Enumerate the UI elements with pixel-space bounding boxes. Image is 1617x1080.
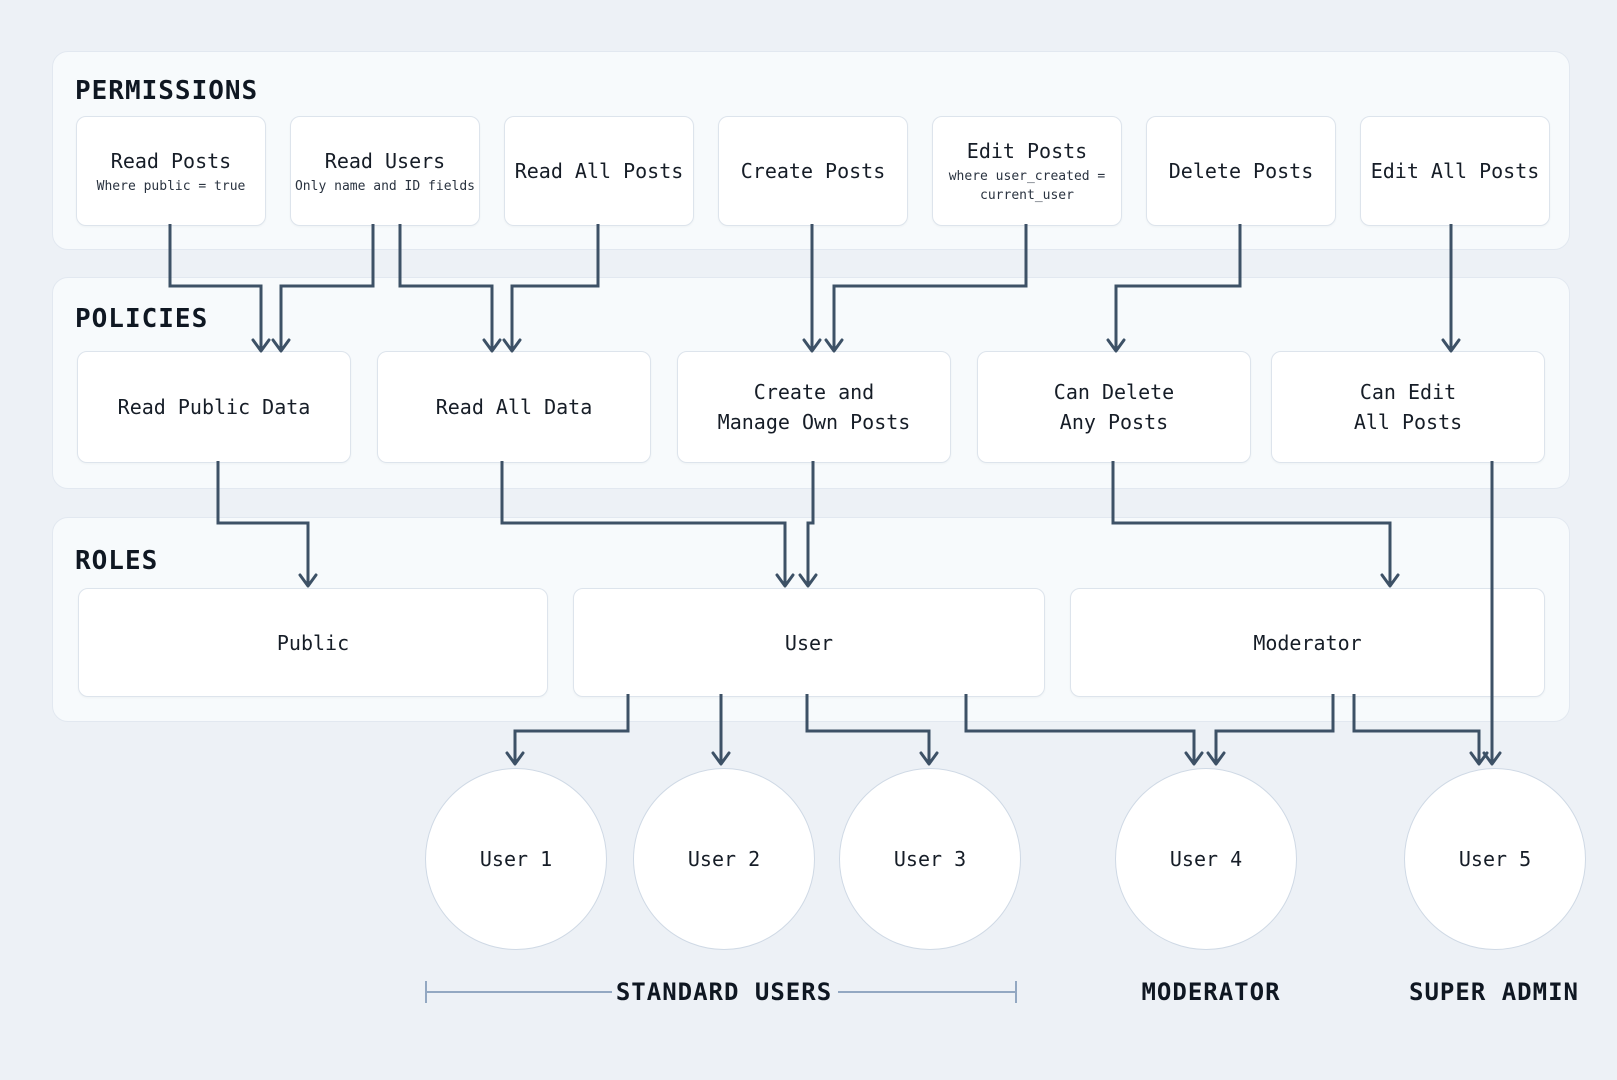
user-circle-label: User 3	[893, 847, 967, 871]
group-label-standard-users: STANDARD USERS	[615, 978, 833, 1006]
permission-box-edit-posts: Edit Posts where user_created = current_…	[932, 116, 1122, 226]
permission-box-title: Edit Posts	[966, 139, 1088, 164]
policy-box-title: Read Public Data	[117, 395, 311, 419]
policy-box-can-edit-all-posts: Can Edit All Posts	[1271, 351, 1545, 463]
group-label-super-admin: SUPER ADMIN	[1409, 978, 1579, 1006]
policy-box-can-delete-any-posts: Can Delete Any Posts	[977, 351, 1251, 463]
policy-box-create-manage-own-posts: Create and Manage Own Posts	[677, 351, 951, 463]
policies-section-title: POLICIES	[75, 304, 209, 334]
policy-box-title: Can Delete Any Posts	[1053, 380, 1175, 434]
policy-box-title: Create and Manage Own Posts	[717, 380, 911, 434]
user-circle-label: User 2	[687, 847, 761, 871]
role-box-title: Moderator	[1253, 630, 1362, 655]
permission-box-title: Create Posts	[740, 159, 886, 183]
permission-box-title: Delete Posts	[1168, 159, 1314, 183]
permission-box-subtext: Only name and ID fields	[294, 178, 475, 194]
group-label-moderator: MODERATOR	[1141, 978, 1281, 1006]
role-box-title: User	[784, 630, 834, 655]
user-circle-label: User 5	[1458, 847, 1532, 871]
permission-box-create-posts: Create Posts	[718, 116, 908, 226]
permission-box-delete-posts: Delete Posts	[1146, 116, 1336, 226]
role-box-moderator: Moderator	[1070, 588, 1545, 697]
permission-box-title: Read Users	[324, 148, 446, 173]
roles-section-title: ROLES	[75, 546, 159, 576]
user-circle-1: User 1	[425, 768, 607, 950]
user-circle-label: User 1	[479, 847, 553, 871]
permission-box-subtext: where user_created = current_user	[948, 169, 1106, 203]
user-circle-2: User 2	[633, 768, 815, 950]
user-circle-5: User 5	[1404, 768, 1586, 950]
permission-box-title: Edit All Posts	[1370, 159, 1540, 183]
user-circle-4: User 4	[1115, 768, 1297, 950]
permission-box-subtext: Where public = true	[96, 178, 246, 194]
permission-box-read-posts: Read Posts Where public = true	[76, 116, 266, 226]
policy-box-read-public-data: Read Public Data	[77, 351, 351, 463]
policy-box-read-all-data: Read All Data	[377, 351, 651, 463]
permission-box-read-all-posts: Read All Posts	[504, 116, 694, 226]
permissions-section-title: PERMISSIONS	[75, 76, 259, 106]
role-box-public: Public	[78, 588, 548, 697]
permission-box-title: Read All Posts	[514, 159, 684, 183]
role-box-title: Public	[276, 630, 350, 655]
policy-box-title: Can Edit All Posts	[1353, 380, 1463, 434]
user-circle-3: User 3	[839, 768, 1021, 950]
permission-box-edit-all-posts: Edit All Posts	[1360, 116, 1550, 226]
permission-box-read-users: Read Users Only name and ID fields	[290, 116, 480, 226]
permission-box-title: Read Posts	[110, 148, 232, 173]
role-box-user: User	[573, 588, 1045, 697]
policy-box-title: Read All Data	[435, 395, 593, 419]
user-circle-label: User 4	[1169, 847, 1243, 871]
